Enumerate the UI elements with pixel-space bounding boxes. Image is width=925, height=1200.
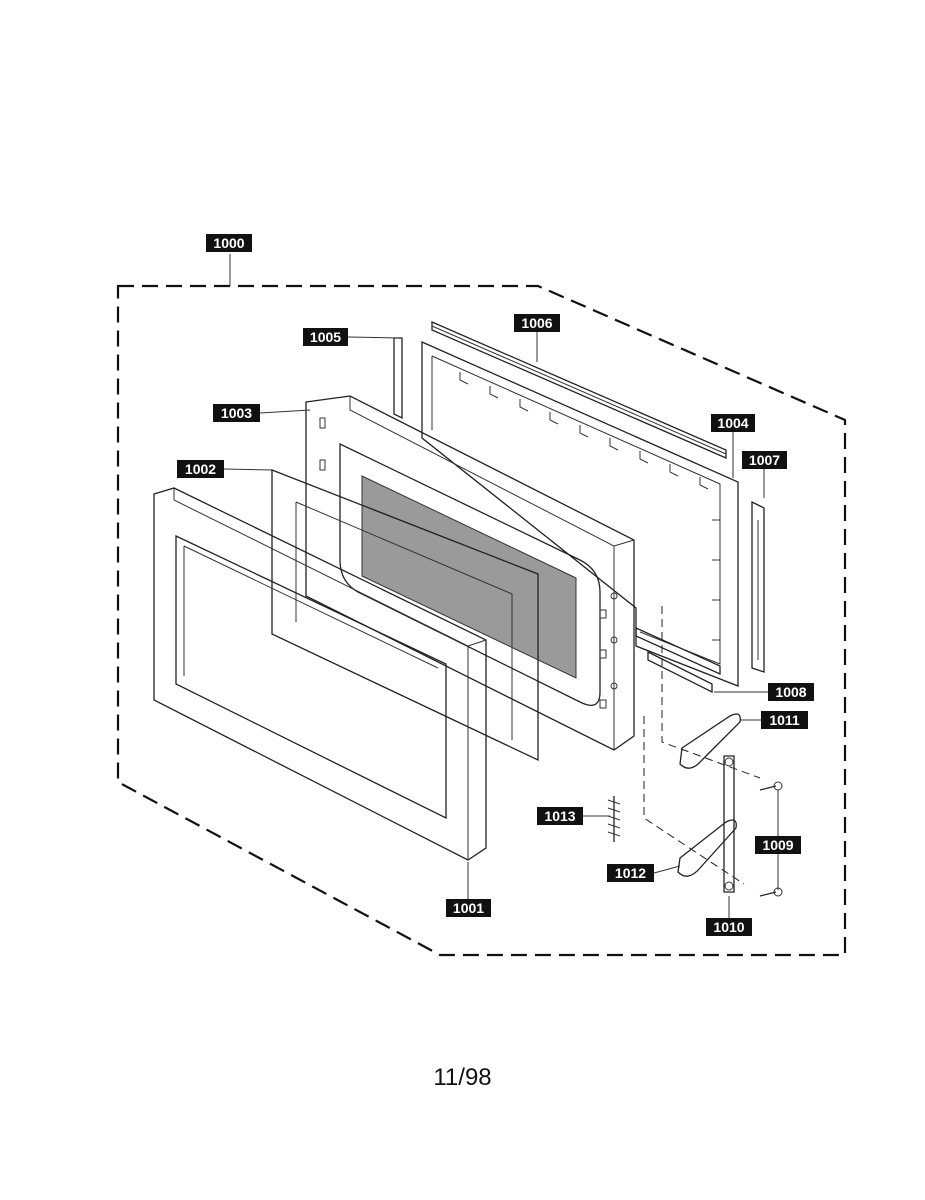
part-1006-strip-drawing [431,321,727,459]
svg-text:1012: 1012 [615,865,646,881]
latch-hardware-drawing [607,606,783,897]
part-label-1007: 1007 [742,451,787,469]
svg-text:1003: 1003 [221,405,252,421]
svg-text:1009: 1009 [762,837,793,853]
part-label-1012: 1012 [607,864,654,882]
part-label-1004: 1004 [711,414,755,432]
svg-text:1004: 1004 [717,415,748,431]
leader-lines [223,332,779,918]
part-1008-strip-drawing [635,626,721,694]
part-label-1011: 1011 [761,711,808,729]
page-number: 11/98 [433,1064,492,1091]
svg-text:1000: 1000 [213,235,244,251]
part-label-1002: 1002 [177,460,224,478]
part-label-1001: 1001 [446,899,491,917]
part-label-1013: 1013 [537,807,583,825]
part-1003-door-panel-drawing [305,395,635,751]
svg-text:1007: 1007 [749,452,780,468]
svg-text:1002: 1002 [185,461,216,477]
svg-text:1001: 1001 [453,900,484,916]
part-label-1010: 1010 [706,918,752,936]
svg-text:1010: 1010 [713,919,744,935]
part-label-1005: 1005 [303,328,348,346]
svg-text:1008: 1008 [775,684,806,700]
svg-text:1013: 1013 [544,808,575,824]
assembly-boundary [116,254,847,957]
part-label-1000: 1000 [206,234,252,252]
svg-text:1011: 1011 [769,712,800,728]
part-label-1006: 1006 [514,314,560,332]
part-1005-strip-drawing [393,337,403,420]
part-1004-frame-drawing [421,341,739,687]
part-label-1009: 1009 [755,836,801,854]
part-label-1008: 1008 [768,683,814,701]
svg-text:1006: 1006 [521,315,552,331]
svg-text:1005: 1005 [310,329,341,345]
part-1007-strip-drawing [751,500,765,673]
part-1001-front-frame-drawing [153,487,487,861]
part-1002-glass-panel-drawing [271,469,539,762]
part-label-1003: 1003 [213,404,260,422]
